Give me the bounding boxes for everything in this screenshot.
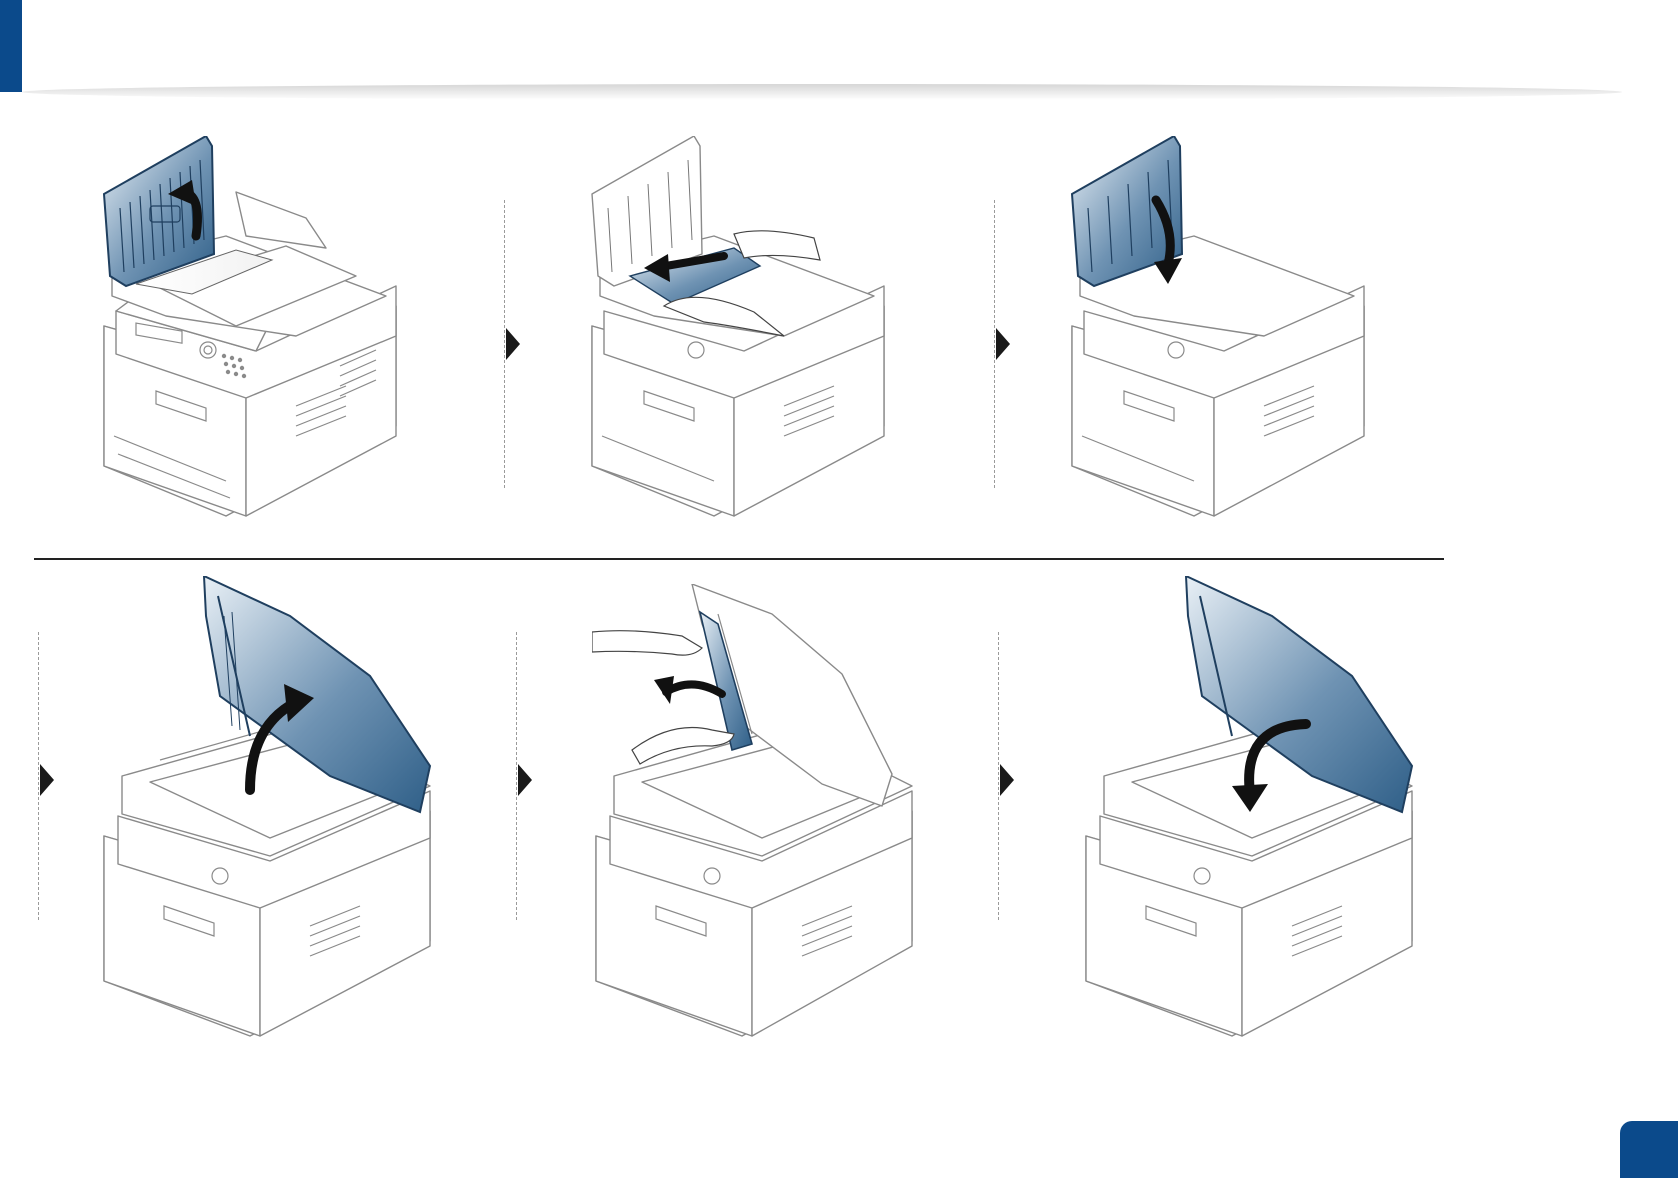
corner-tab — [0, 0, 22, 92]
step-separator — [504, 200, 505, 488]
step-arrow-icon — [40, 764, 54, 796]
row-divider — [34, 558, 1444, 560]
page-number-badge — [1620, 1121, 1678, 1178]
step-separator — [998, 632, 999, 920]
step-3-illustration — [1064, 136, 1394, 546]
step-separator — [994, 200, 995, 488]
step-separator — [516, 632, 517, 920]
step-2-illustration — [584, 136, 924, 546]
step-separator — [38, 632, 39, 920]
step-4-illustration — [100, 576, 450, 1056]
step-5-illustration — [592, 584, 932, 1064]
step-1-illustration — [96, 136, 426, 546]
step-arrow-icon — [518, 764, 532, 796]
step-arrow-icon — [1000, 764, 1014, 796]
step-arrow-icon — [506, 328, 520, 360]
step-6-illustration — [1082, 576, 1432, 1056]
header-rule — [22, 84, 1622, 100]
step-arrow-icon — [996, 328, 1010, 360]
